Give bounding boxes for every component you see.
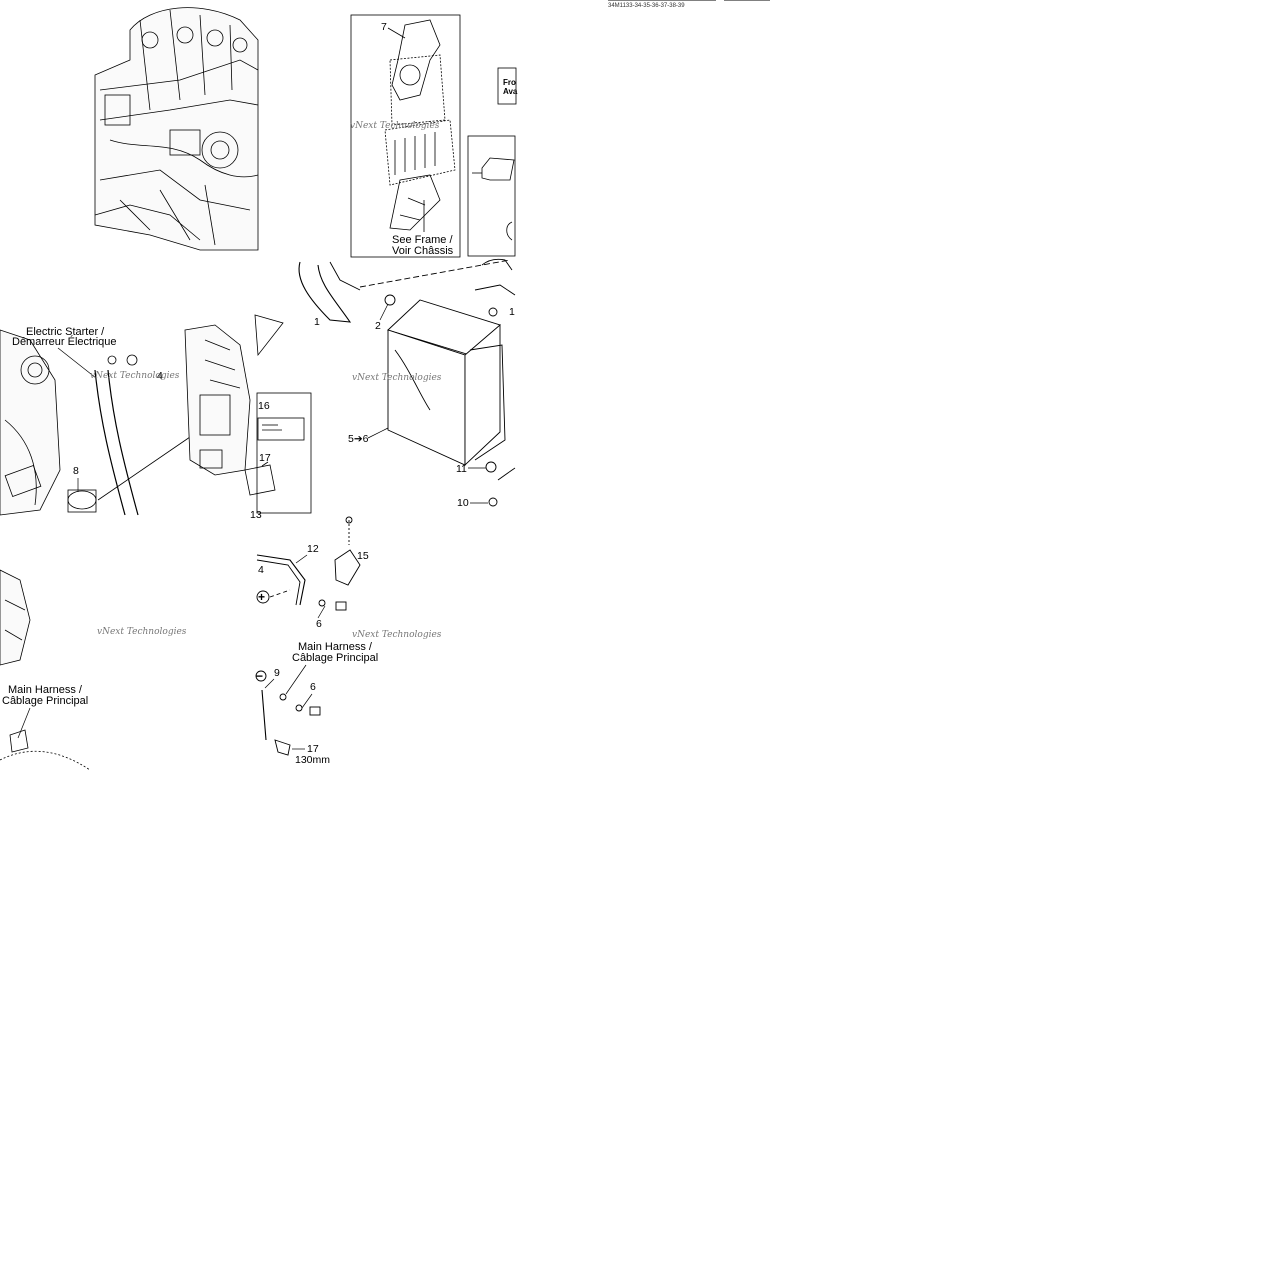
leader-main-harness-right [285, 664, 307, 695]
electric-starter-label-1: Electric Starter / [26, 326, 105, 338]
callout-1-right: 1 [509, 306, 515, 318]
callout-15: 15 [357, 550, 369, 562]
callout-8: 8 [73, 465, 79, 477]
main-harness-right-label-2: Câblage Principal [292, 652, 378, 664]
main-harness-left-label-2: Câblage Principal [2, 695, 88, 707]
battery-holder-panel [350, 14, 461, 258]
callout-9: 9 [274, 667, 280, 679]
callout-11: 11 [456, 463, 467, 475]
length-130mm: 130mm [295, 754, 330, 766]
see-frame-label-1: See Frame / [392, 234, 453, 246]
front-label-2: Ava [503, 87, 518, 96]
callout-4-bottom: 4 [258, 564, 264, 576]
main-harness-right-label-1: Main Harness / [298, 641, 373, 653]
callout-16: 16 [258, 400, 270, 412]
front-label-1: Fro [503, 78, 516, 87]
watermark-5: vNext Technologies [352, 630, 442, 640]
harness-left-illustration [0, 569, 91, 771]
negative-terminal: − [256, 669, 263, 683]
main-harness-left-label-1: Main Harness / [8, 684, 83, 696]
callout-7: 7 [381, 21, 387, 33]
callout-13: 13 [250, 509, 262, 521]
leader-2 [379, 303, 389, 321]
see-frame-label-2: Voir Châssis [392, 245, 454, 257]
leader-5-6 [367, 427, 389, 439]
watermark-4: vNext Technologies [97, 627, 187, 637]
diagram-code: 34M1133-34-35-36-37-38-39 [608, 3, 685, 9]
electric-starter-label-2: Démarreur Électrique [12, 335, 117, 348]
leader-6-bottom [301, 693, 313, 709]
callout-17-bottom: 17 [307, 743, 319, 755]
positive-terminal: + [258, 590, 265, 604]
leader-9 [264, 678, 275, 689]
callout-17-top: 17 [259, 452, 271, 464]
lubricant-inset-middle [244, 392, 312, 514]
lubricant-inset-top [467, 135, 516, 257]
watermark-3: vNext Technologies [352, 373, 442, 383]
leader-main-harness-left [17, 707, 31, 739]
callout-5-to-6: 5➔6 [348, 433, 369, 445]
callout-10: 10 [457, 497, 469, 509]
callout-1: 1 [314, 316, 320, 328]
callout-6-top: 6 [316, 618, 322, 630]
callout-6-bottom: 6 [310, 681, 316, 693]
callout-4-left: 4 [157, 370, 163, 382]
callout-12: 12 [307, 543, 319, 555]
engine-illustration [94, 7, 259, 251]
callout-2: 2 [375, 320, 381, 332]
leader-12 [295, 554, 308, 564]
watermark-1: vNext Technologies [350, 121, 440, 131]
starter-leader [57, 347, 97, 379]
cable-illustration [255, 516, 361, 756]
battery-illustration [298, 258, 516, 507]
starter-illustration [0, 314, 284, 516]
leader-6-top [317, 605, 326, 619]
front-direction-box [497, 67, 517, 105]
watermark-2: vNext Technologies [90, 371, 180, 381]
